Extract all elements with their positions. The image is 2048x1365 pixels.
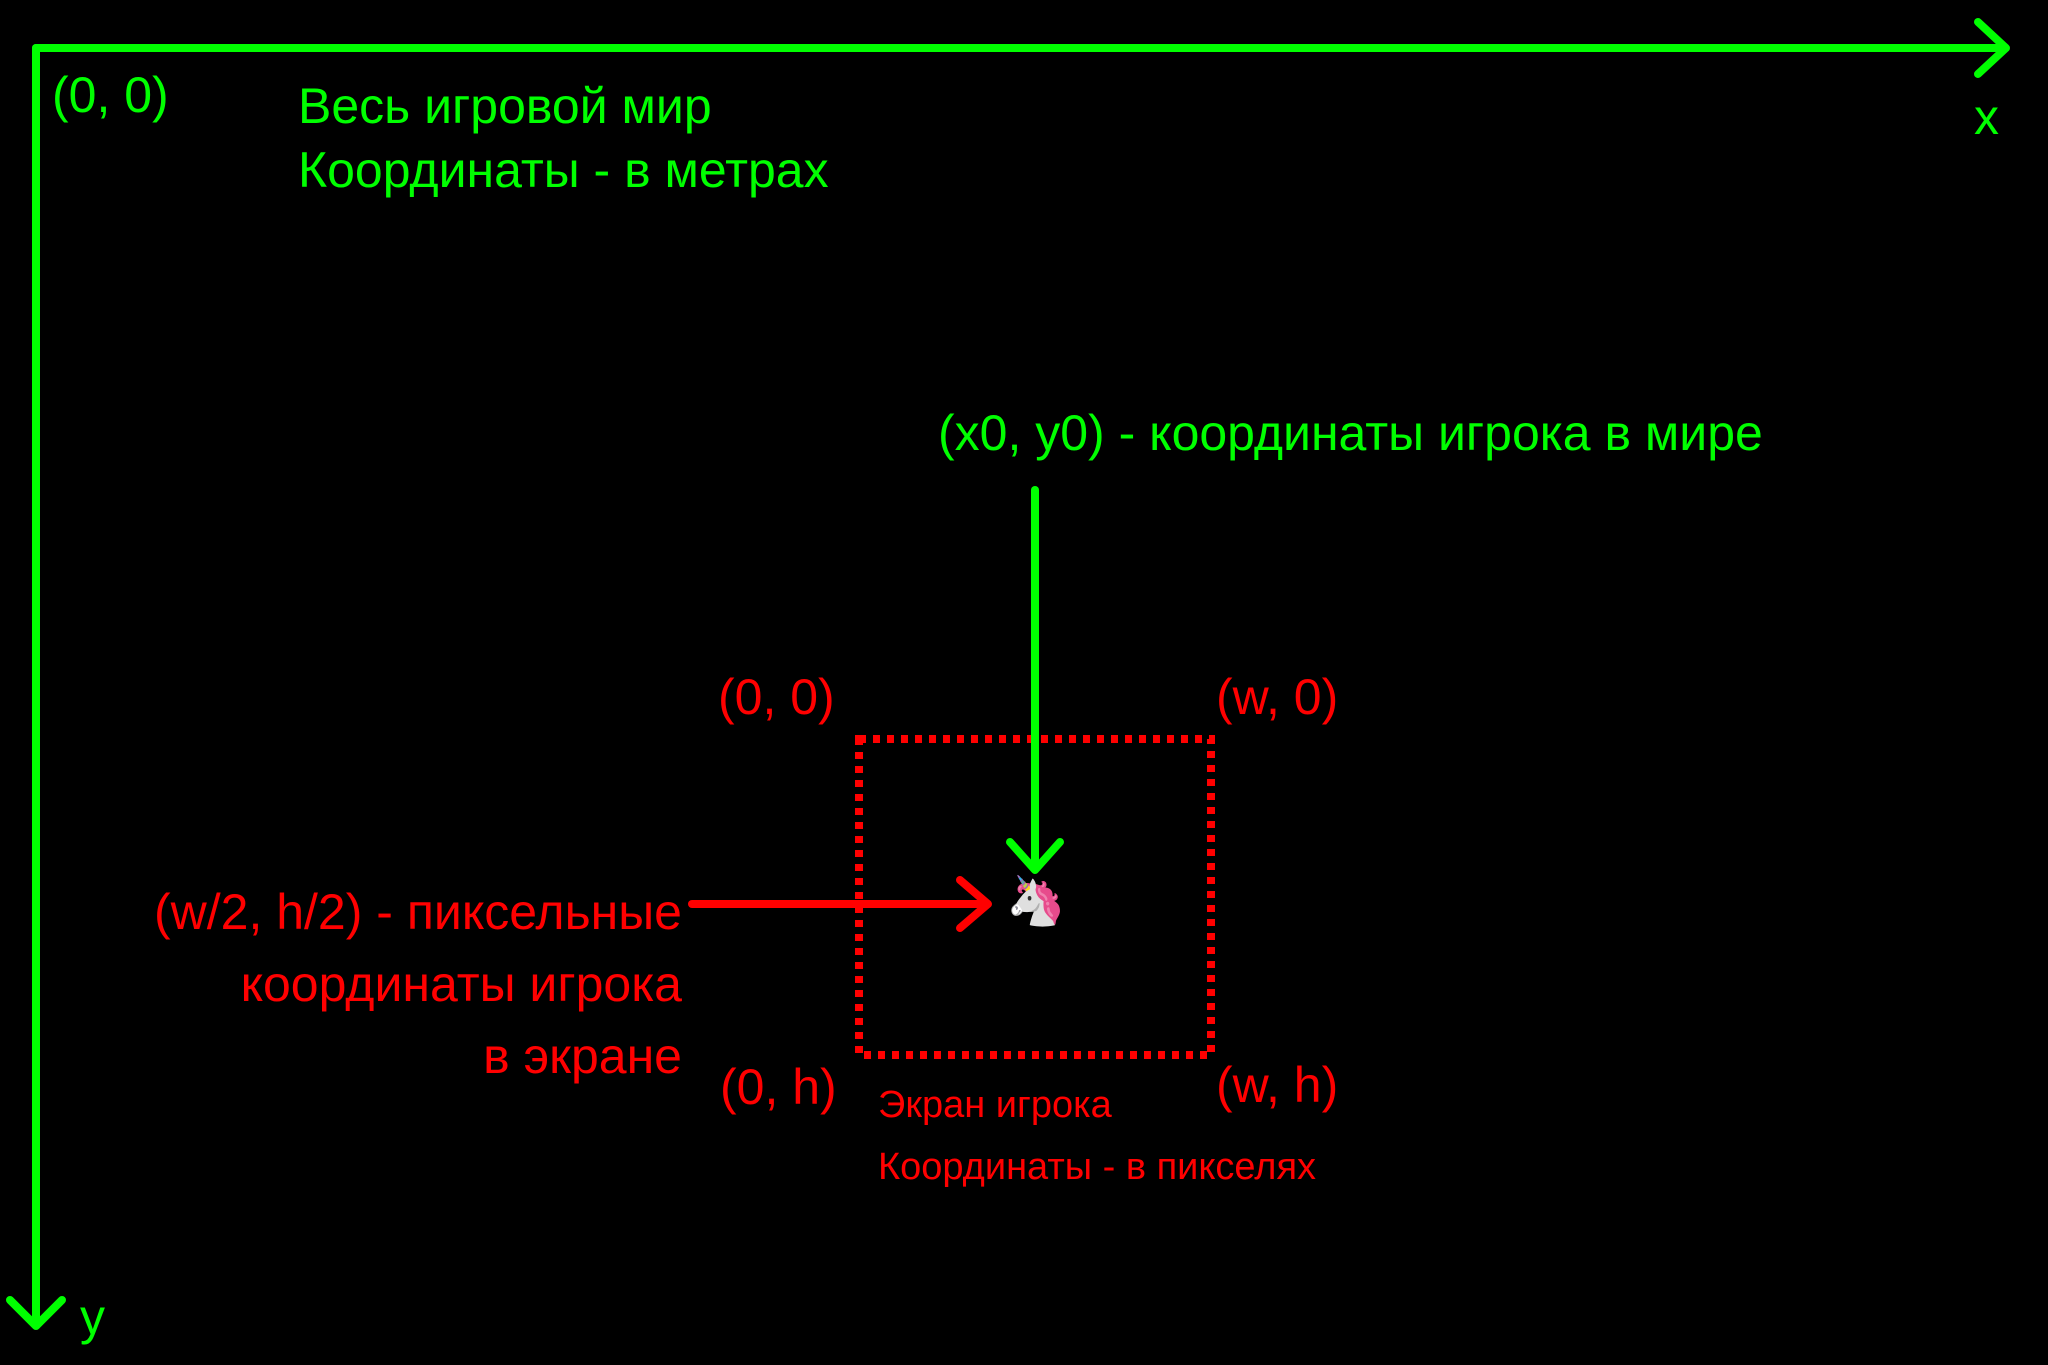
world-title-line1: Весь игровой мир	[298, 78, 712, 134]
world-axes	[6, 18, 2010, 1330]
unicorn-icon: 🦄	[1006, 875, 1066, 928]
screen-corner-top-left: (0, 0)	[718, 669, 835, 725]
world-title-line2: Координаты - в метрах	[298, 142, 829, 198]
player-world-coords-label: (x0, y0) - координаты игрока в мире	[938, 405, 1763, 461]
screen-title: Экран игрока Координаты - в пикселях	[878, 1074, 1316, 1198]
player-pixel-coords-label: (w/2, h/2) - пиксельные координаты игрок…	[40, 876, 682, 1092]
screen-corner-top-right: (w, 0)	[1216, 669, 1339, 725]
x-axis-label: x	[1974, 89, 1999, 145]
world-title: Весь игровой мир Координаты - в метрах	[298, 74, 829, 202]
screen-corner-bottom-left: (0, h)	[720, 1059, 837, 1115]
player-pixel-coords-line3: в экране	[483, 1028, 682, 1084]
y-axis-label: y	[80, 1289, 105, 1345]
player-pixel-coords-line1: (w/2, h/2) - пиксельные	[153, 884, 682, 940]
screen-title-line2: Координаты - в пикселях	[878, 1146, 1317, 1188]
world-origin-label: (0, 0)	[52, 67, 169, 123]
world-pointer-arrow	[1006, 486, 1064, 874]
screen-corner-bottom-right: (w, h)	[1216, 1057, 1339, 1113]
pixel-pointer-arrow	[688, 876, 992, 932]
screen-title-line1: Экран игрока	[878, 1084, 1112, 1126]
world-y-axis-arrowhead	[6, 1296, 66, 1330]
player-pixel-coords-line2: координаты игрока	[240, 956, 682, 1012]
world-x-axis-arrowhead	[1974, 18, 2010, 78]
player-screen-rect	[855, 735, 1215, 1059]
